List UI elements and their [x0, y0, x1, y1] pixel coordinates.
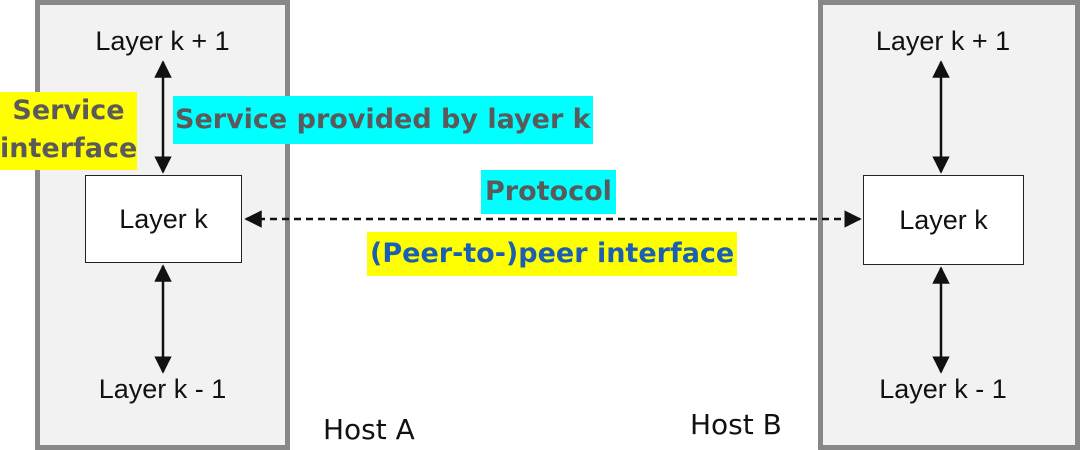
- host-a-layer-k-plus-1: Layer k + 1: [95, 26, 230, 56]
- host-b-layer-k-plus-1: Layer k + 1: [875, 26, 1011, 56]
- host-b-layer-k-label: Layer k: [899, 204, 988, 235]
- host-a-layer-k-minus-1: Layer k - 1: [98, 374, 227, 404]
- host-b-layer-k-box: Layer k: [863, 175, 1024, 265]
- host-b-layer-k-minus-1: Layer k - 1: [879, 374, 1007, 404]
- host-a-layer-k-label: Layer k: [119, 203, 208, 234]
- host-a-name: Host A: [323, 413, 415, 446]
- service-interface-line2: interface: [0, 133, 138, 164]
- service-interface-annotation: Service interface: [0, 92, 137, 170]
- service-interface-line1: Service: [12, 95, 125, 126]
- protocol-annotation: Protocol: [481, 170, 616, 214]
- peer-interface-annotation: (Peer-to-)peer interface: [367, 232, 738, 276]
- host-b-name: Host B: [690, 408, 782, 441]
- host-a-layer-k-box: Layer k: [85, 175, 242, 263]
- service-provided-annotation: Service provided by layer k: [173, 96, 593, 144]
